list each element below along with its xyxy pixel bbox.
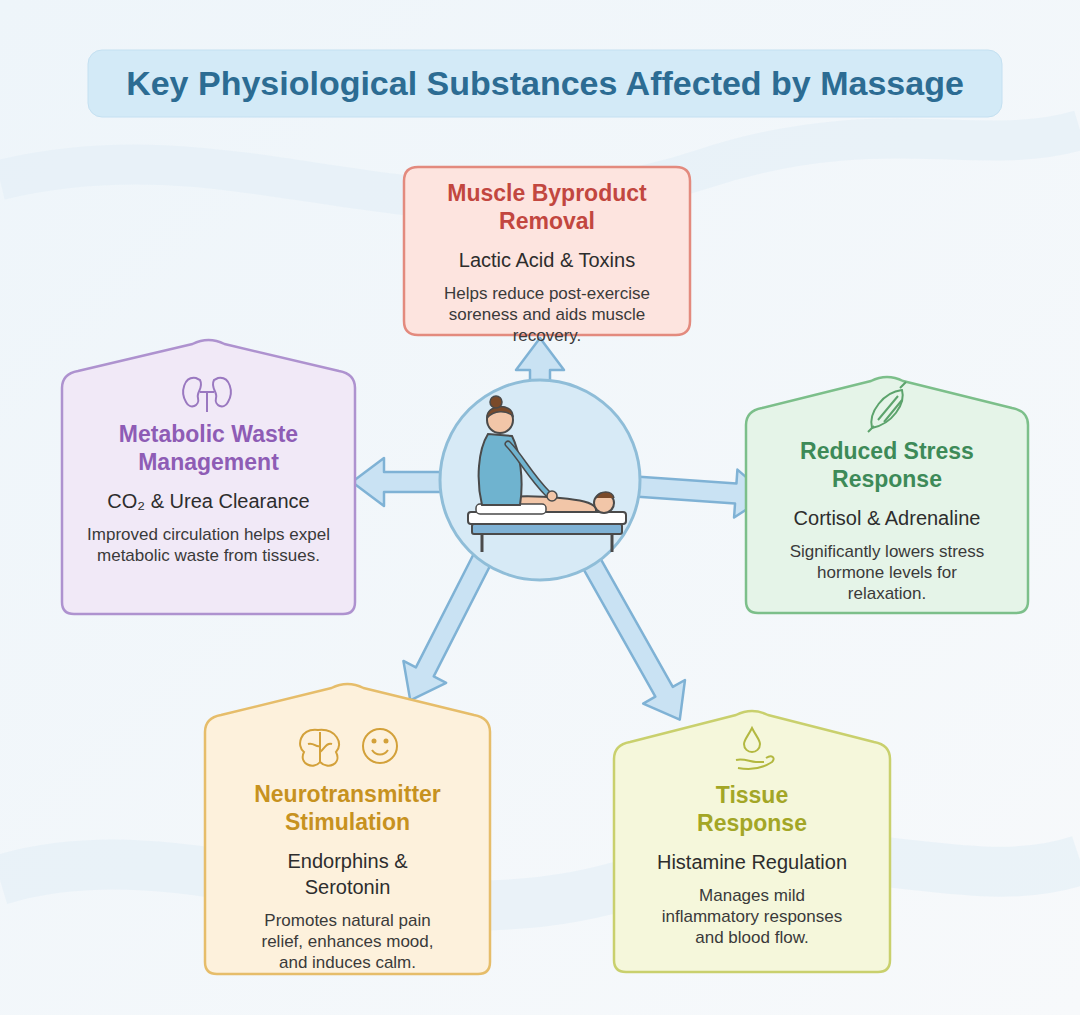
therapist-bun xyxy=(490,396,502,408)
box-content: Metabolic Waste ManagementCO₂ & Urea Cle… xyxy=(60,336,357,566)
substance-name: Endorphins & Serotonin xyxy=(245,848,450,900)
box-heading: Tissue Response xyxy=(672,781,832,837)
therapist-hair xyxy=(487,406,513,418)
box-description: Improved circulation helps expel metabol… xyxy=(71,524,346,566)
table-leg xyxy=(481,534,484,552)
box-heading: Muscle Byproduct Removal xyxy=(427,179,667,235)
diagram-title: Key Physiological Substances Affected by… xyxy=(88,50,1002,117)
box-description: Helps reduce post-exercise soreness and … xyxy=(427,283,667,346)
background-wave xyxy=(0,857,1080,906)
box-description: Promotes natural pain relief, enhances m… xyxy=(245,910,450,973)
table-leg xyxy=(611,534,614,552)
byproduct-box: Muscle Byproduct RemovalLactic Acid & To… xyxy=(402,165,692,337)
box-heading: Neurotransmitter Stimulation xyxy=(235,780,460,836)
client-hair xyxy=(596,492,614,498)
neurotransmitter-box: Neurotransmitter StimulationEndorphins &… xyxy=(203,680,492,976)
therapist-hand xyxy=(547,491,557,501)
box-description: Significantly lowers stress hormone leve… xyxy=(785,541,990,604)
table-base xyxy=(472,524,622,534)
therapist-head xyxy=(487,407,513,433)
box-shape xyxy=(746,377,1028,613)
arrow-bottom-right xyxy=(566,543,701,731)
waste-box: Metabolic Waste ManagementCO₂ & Urea Cle… xyxy=(60,336,357,616)
box-description: Manages mild inflammatory responses and … xyxy=(650,885,855,948)
center-circle xyxy=(440,380,640,580)
therapist-body xyxy=(479,434,522,505)
box-content: Muscle Byproduct RemovalLactic Acid & To… xyxy=(402,165,692,346)
title-banner xyxy=(88,50,1002,117)
box-shape xyxy=(62,340,355,614)
tissue-box: Tissue ResponseHistamine RegulationManag… xyxy=(612,707,892,974)
box-content: Reduced Stress ResponseCortisol & Adrena… xyxy=(744,373,1030,604)
substance-name: Cortisol & Adrenaline xyxy=(794,505,981,531)
box-heading: Metabolic Waste Management xyxy=(99,420,319,476)
client-head xyxy=(594,493,614,513)
box-heading: Reduced Stress Response xyxy=(787,437,987,493)
stress-box: Reduced Stress ResponseCortisol & Adrena… xyxy=(744,373,1030,615)
substance-name: Histamine Regulation xyxy=(657,849,847,875)
massage-illustration xyxy=(468,396,626,552)
box-shape xyxy=(205,684,490,974)
box-content: Tissue ResponseHistamine RegulationManag… xyxy=(612,707,892,948)
therapist-sleeve xyxy=(508,444,548,494)
box-outline xyxy=(60,336,357,616)
substance-name: CO₂ & Urea Clearance xyxy=(107,488,309,514)
substance-name: Lactic Acid & Toxins xyxy=(459,247,635,273)
box-shape xyxy=(614,711,890,972)
therapist-arm xyxy=(508,444,548,494)
arrow-group xyxy=(352,338,769,731)
box-content: Neurotransmitter StimulationEndorphins &… xyxy=(203,680,492,973)
